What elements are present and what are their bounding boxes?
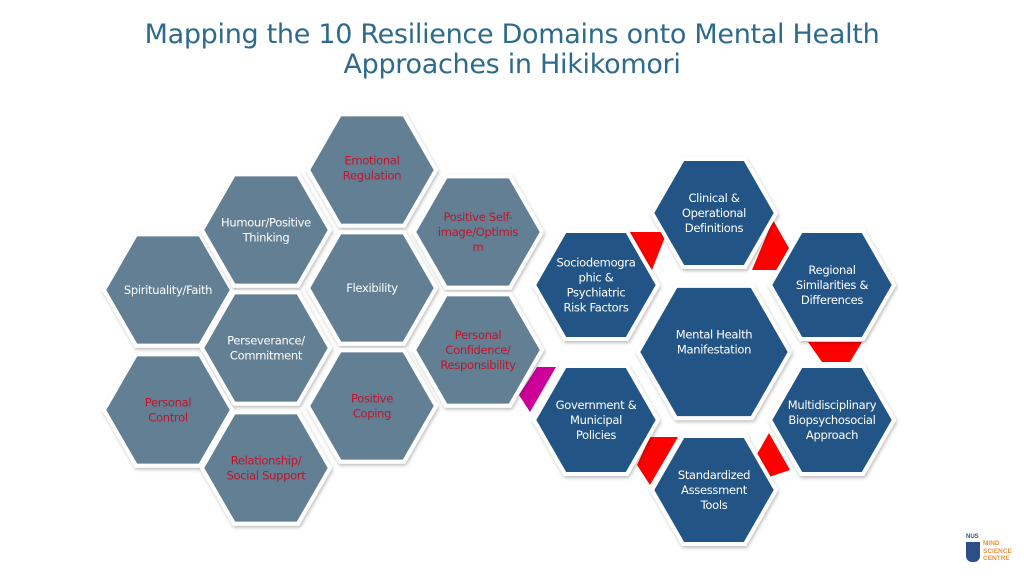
- hexagon-shape: [411, 174, 545, 290]
- hexagon-label: Operational: [682, 206, 746, 220]
- hexagon-label: Tools: [700, 498, 728, 512]
- hexagon-label: Thinking: [242, 231, 290, 245]
- hexagon-label: Clinical &: [688, 191, 739, 205]
- hexagon-shape: [531, 229, 661, 341]
- page-title: Mapping the 10 Resilience Domains onto M…: [0, 20, 1024, 80]
- hexagon-shape: [305, 112, 439, 228]
- resilience-domains-cluster: Spirituality/FaithHumour/PositiveThinkin…: [101, 112, 545, 526]
- mind-science-centre-logo: NUS MIND SCIENCE CENTRE: [966, 534, 1018, 566]
- connector-regional-multidisciplinary: [808, 342, 862, 362]
- hexagon-shape: [101, 352, 235, 468]
- hexagon-label: Personal: [145, 396, 192, 410]
- hexagon-label: Biopsychosocial: [788, 413, 875, 427]
- hexagon-label: Policies: [576, 428, 616, 442]
- hexagon-shape: [649, 157, 779, 269]
- hexagon-label: Standardized: [678, 468, 750, 482]
- hexagon-label: Flexibility: [346, 281, 398, 295]
- hexagon-shape: [101, 232, 235, 348]
- hexagon-label: Municipal: [570, 413, 622, 427]
- hexagon-relationship: Relationship/Social Support: [199, 410, 333, 526]
- hexagon-label: Control: [148, 411, 188, 425]
- hexagon-perseverance: Perseverance/Commitment: [199, 290, 333, 406]
- hexagon-shape: [767, 364, 897, 476]
- hexagon-shape: [531, 364, 661, 476]
- hexagon-label: Social Support: [226, 469, 306, 483]
- hexagon-shape: [411, 292, 545, 408]
- hexagon-label: m: [473, 240, 484, 254]
- hexagon-label: Confidence/: [445, 343, 511, 357]
- hexagon-label: Positive: [351, 392, 393, 406]
- hexagon-shape: [305, 348, 439, 464]
- hexagon-label: Sociodemogra: [557, 256, 636, 270]
- hexagon-label: Assessment: [681, 483, 748, 497]
- hexagon-label: Regulation: [343, 169, 401, 183]
- connector-government-standardized: [637, 437, 678, 485]
- hexagon-label: Psychiatric: [567, 286, 626, 300]
- connector-socio-clinical: [629, 232, 667, 270]
- hexagon-spirituality: Spirituality/Faith: [101, 232, 235, 348]
- logo-org: NUS: [966, 534, 979, 540]
- hexagon-label: Manifestation: [677, 343, 751, 357]
- logo-text: MIND SCIENCE CENTRE: [983, 540, 1012, 562]
- title-line-2: Approaches in Hikikomori: [343, 49, 681, 80]
- crest-icon: [966, 542, 980, 562]
- hexagon-label: Commitment: [230, 349, 303, 363]
- hexagon-label: phic &: [579, 271, 614, 285]
- hexagon-label: Humour/Positive: [221, 216, 311, 230]
- hexagon-shape: [635, 283, 793, 421]
- hexagon-label: Coping: [353, 407, 391, 421]
- hexagon-label: Risk Factors: [563, 301, 628, 315]
- hexagon-label: Multidisciplinary: [788, 398, 877, 412]
- mental-health-approaches-cluster: Clinical &OperationalDefinitionsSociodem…: [531, 157, 897, 546]
- connector-clinical-regional: [752, 220, 790, 270]
- hexagon-label: Differences: [801, 293, 863, 307]
- hexagon-shape: [199, 172, 333, 288]
- hexagon-shape: [649, 434, 779, 546]
- hexagon-label: image/Optimis: [438, 225, 519, 239]
- hexagon-label: Relationship/: [231, 454, 302, 468]
- hexagon-label: Positive Self-: [444, 210, 513, 224]
- hexagon-label: Responsibility: [440, 358, 516, 372]
- hexagon-label: Personal: [455, 328, 502, 342]
- connector-resilience-government: [519, 367, 556, 412]
- hexagon-label: Emotional: [344, 154, 399, 168]
- hexagon-label: Definitions: [685, 221, 744, 235]
- hexagon-label: Regional: [808, 263, 855, 277]
- hexagon-shape: [305, 230, 439, 346]
- hexagon-label: Spirituality/Faith: [124, 283, 212, 297]
- hexagon-flexibility: Flexibility: [305, 230, 439, 346]
- hexagon-label: Perseverance/: [227, 334, 305, 348]
- hexagon-label: Similarities &: [796, 278, 869, 292]
- hexagon-label: Government &: [556, 398, 637, 412]
- title-line-1: Mapping the 10 Resilience Domains onto M…: [144, 19, 880, 50]
- hexagon-label: Approach: [806, 428, 858, 442]
- hexagon-label: Mental Health: [676, 328, 753, 342]
- hexagon-shape: [199, 410, 333, 526]
- hexagon-shape: [767, 229, 897, 341]
- hexagon-shape: [199, 290, 333, 406]
